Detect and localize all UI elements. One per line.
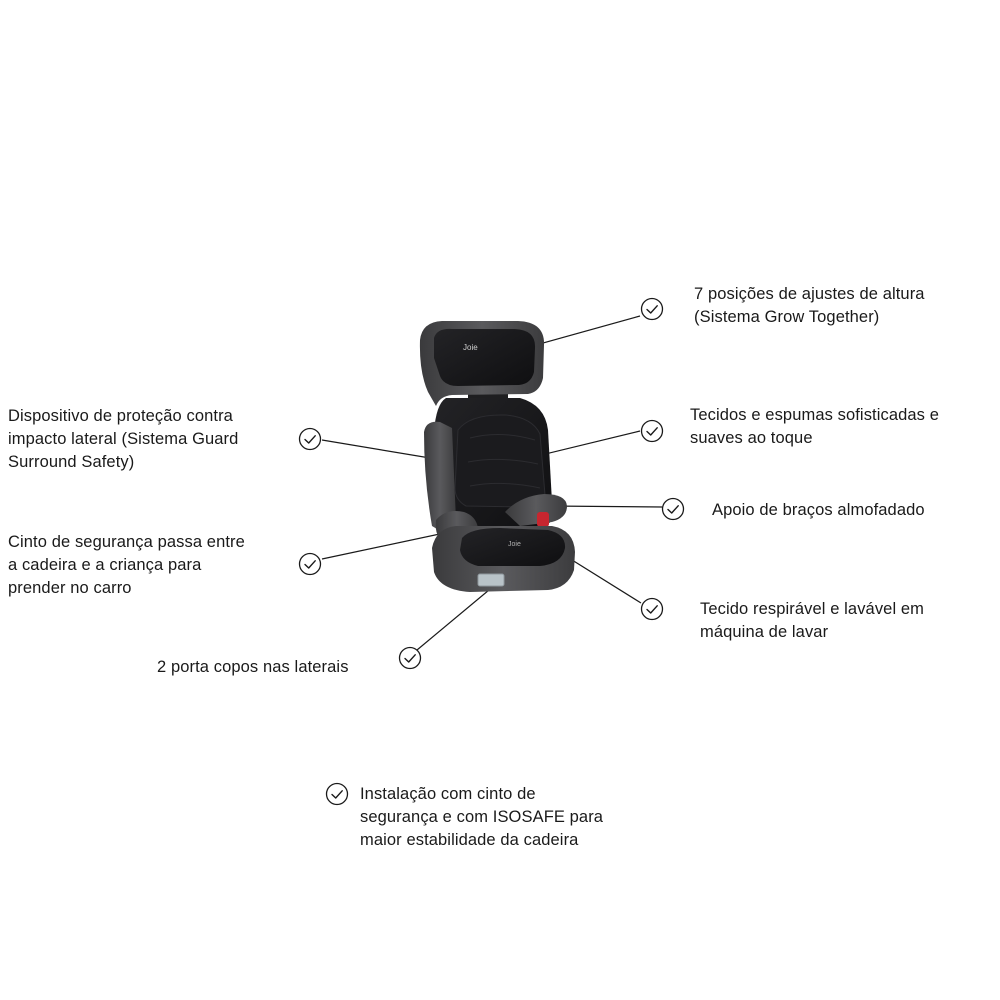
check-circle-icon xyxy=(661,497,685,521)
feature-label-height: 7 posições de ajustes de altura (Sistema… xyxy=(694,285,925,326)
check-circle-icon xyxy=(298,427,322,451)
feature-label-side-impact: Dispositivo de proteção contra impacto l… xyxy=(8,407,239,471)
feature-label-washable: Tecido respirável e lavável em máquina d… xyxy=(700,600,925,641)
check-circle-icon xyxy=(640,297,664,321)
side-wing-left xyxy=(424,421,456,532)
check-circle-icon xyxy=(640,419,664,443)
feature-label-installation: Instalação com cinto de segurança e com … xyxy=(360,785,604,849)
isofix-handle xyxy=(477,573,505,587)
feature-label-armrest: Apoio de braços almofadado xyxy=(712,501,925,519)
feature-label-seat-belt: Cinto de segurança passa entre a cadeira… xyxy=(8,533,245,597)
belt-guide-red-right xyxy=(537,512,549,527)
feature-label-cup-holders: 2 porta copos nas laterais xyxy=(157,658,349,676)
check-circle-icon xyxy=(298,552,322,576)
feature-label-fabrics: Tecidos e espumas sofisticadas e suaves … xyxy=(690,406,939,447)
check-circle-icon xyxy=(640,597,664,621)
seat-logo: Joie xyxy=(508,541,521,548)
seat-cushion xyxy=(460,528,566,566)
leader-line-side xyxy=(321,439,431,459)
leader-line-armrest xyxy=(547,505,663,508)
leader-line-cupholder xyxy=(416,584,496,651)
check-circle-icon xyxy=(325,782,349,806)
brand-logo: Joie xyxy=(463,343,478,352)
check-circle-icon xyxy=(398,646,422,670)
armrest-right xyxy=(505,494,567,526)
